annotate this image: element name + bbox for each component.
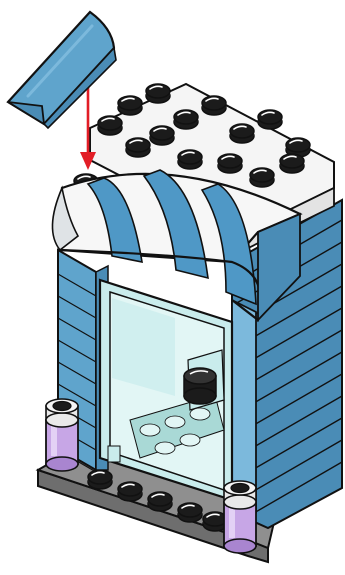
lavender-lamp-left [46,399,78,471]
right-lamp-cap-stud [231,484,249,493]
left-lamp-cap-bottom [46,413,78,427]
right-lamp-bottom [224,539,256,553]
door-inner-stud-5 [180,434,200,446]
door-inner-stud-4 [155,442,175,454]
door-inner-stud-1 [140,424,160,436]
door-inner-stud-3 [190,408,210,420]
door-knob [184,350,224,410]
left-lamp-shine [51,426,57,456]
left-lamp-cap-stud [53,402,71,411]
left-lamp-bottom [46,457,78,471]
lavender-lamp-right [224,481,256,553]
right-lamp-cap-bottom [224,495,256,509]
slope-end-face [8,102,44,124]
right-lamp-shine [229,508,235,538]
curved-slope-piece [8,12,116,128]
knob-bottom [184,388,216,404]
door-inner-stud-2 [165,416,185,428]
right-pillar-face [232,300,256,512]
door-hinge-bottom [108,446,120,462]
